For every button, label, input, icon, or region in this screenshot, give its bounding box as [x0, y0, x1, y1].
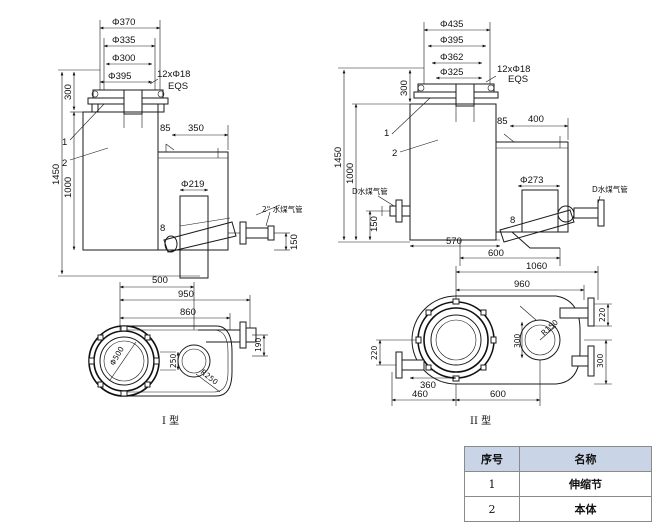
dim2-r300: 300	[513, 333, 522, 348]
dim2-w400: 400	[528, 114, 544, 125]
dim2-n8: 8	[510, 215, 515, 226]
dim-w860: 860	[180, 307, 196, 318]
header-no: 序号	[464, 446, 520, 472]
dim2-bolts: 12xΦ18	[497, 64, 530, 75]
dim-d370: Φ370	[112, 17, 135, 28]
dim2-w460: 460	[412, 389, 428, 400]
type2-caption: II 型	[470, 414, 491, 427]
dim-d335: Φ335	[112, 35, 135, 46]
dim-eqs: EQS	[168, 81, 188, 92]
dim2-w600b: 600	[490, 389, 506, 400]
dim-w950: 950	[178, 289, 194, 300]
dim-n8: 8	[160, 223, 165, 234]
dim-h190: 190	[254, 337, 263, 352]
dim2-h300: 300	[399, 80, 410, 96]
dim-w500: 500	[152, 275, 168, 286]
dim2-w960: 960	[514, 279, 530, 290]
type1-plan: 500 950 860 Φ500	[88, 275, 268, 427]
dim-w350: 350	[188, 123, 204, 134]
dim-h300: 300	[63, 84, 74, 100]
dim2-d395: Φ395	[440, 35, 463, 46]
dim2-w360: 360	[420, 380, 436, 391]
dim2-d435: Φ435	[440, 19, 463, 30]
dim2-eqs: EQS	[508, 74, 528, 85]
row-no: 2	[464, 496, 520, 522]
row-name: 伸缩节	[519, 471, 652, 497]
table-row: 1 伸缩节	[464, 471, 652, 497]
parts-header-row: 序号 名称	[464, 446, 652, 472]
label2-dpipe-left: D水煤气管	[352, 186, 388, 196]
dim-w85: 85	[160, 123, 171, 134]
type2-plan: 1060 960 R150 300	[370, 261, 612, 427]
part2-1-label: 1	[384, 128, 389, 139]
dim2-h220a: 220	[370, 345, 379, 360]
label2-dpipe-right: D水煤气管	[592, 184, 628, 194]
dim2-w1060: 1060	[526, 261, 547, 272]
dim-h250: 250	[169, 353, 178, 368]
table-row: 2 本体	[464, 496, 652, 522]
parts-table: 序号 名称 1 伸缩节 2 本体	[464, 446, 652, 522]
dim2-h1450: 1450	[333, 147, 344, 168]
dim-h150: 150	[289, 234, 300, 250]
dim2-d325: Φ325	[440, 67, 463, 78]
type2-elevation: Φ435 Φ395 Φ362 Φ325 12xΦ18 EQS 8	[333, 19, 628, 266]
dim2-w600: 600	[488, 248, 504, 259]
dim-d300: Φ300	[112, 53, 135, 64]
dim-h1450: 1450	[51, 164, 62, 185]
dim-d219: Φ219	[181, 179, 204, 190]
row-no: 1	[464, 471, 520, 497]
dim2-d273: Φ273	[520, 175, 543, 186]
row-name: 本体	[519, 496, 652, 522]
dim2-h150: 150	[369, 216, 380, 232]
part1-label: 1	[62, 137, 67, 148]
type1-elevation: Φ370 Φ335 Φ300 Φ395 12xΦ18 EQS	[51, 17, 303, 279]
dim-r500: Φ500	[108, 345, 126, 367]
label-pipe: 2" 水煤气管	[262, 204, 303, 214]
type1-caption: I 型	[162, 414, 179, 427]
part2-label: 2	[62, 158, 67, 169]
dim-d395: Φ395	[108, 71, 131, 82]
dim-bolts: 12xΦ18	[157, 69, 190, 80]
header-name: 名称	[519, 446, 652, 472]
dim-h1000: 1000	[63, 177, 74, 198]
dim2-h220b: 220	[598, 307, 607, 322]
dim2-h300b: 300	[596, 353, 605, 368]
dim2-h1000: 1000	[345, 163, 356, 184]
dim2-d362: Φ362	[440, 52, 463, 63]
dim2-w85: 85	[497, 116, 508, 127]
dim2-w570: 570	[446, 236, 462, 247]
part2-2-label: 2	[392, 148, 397, 159]
